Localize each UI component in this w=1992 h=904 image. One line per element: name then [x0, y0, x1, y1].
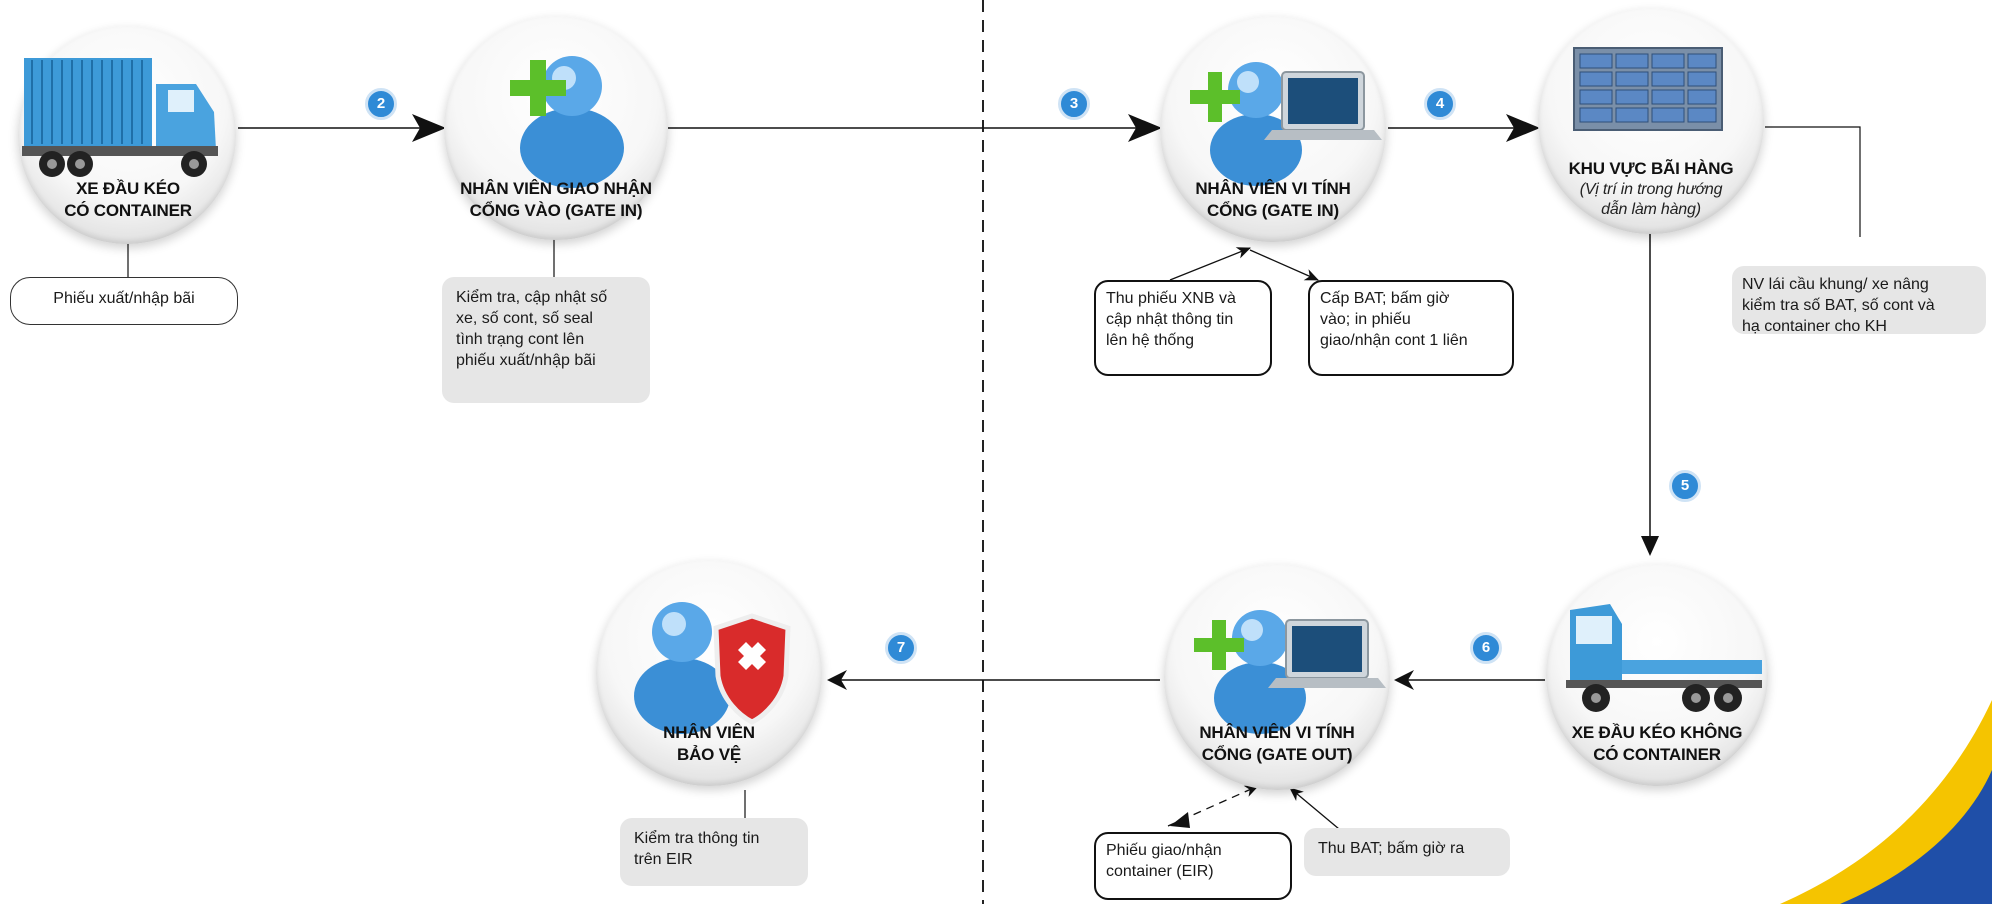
node-security	[596, 560, 822, 786]
thu-bat-arrow	[1289, 787, 1346, 835]
note-thu-bat: Thu BAT; bấm giờ ra	[1304, 828, 1510, 876]
node-truck-in	[18, 26, 236, 244]
node-label-line: CỔNG VÀO (GATE IN)	[469, 201, 643, 220]
arrowhead-6	[1394, 670, 1414, 690]
step-badge-6: 6	[1470, 632, 1502, 664]
step-badge-2: 2	[365, 88, 397, 120]
node-label-line: NHÂN VIÊN VI TÍNH	[1195, 179, 1351, 198]
node-label-line: KHU VỰC BÃI HÀNG	[1568, 159, 1734, 178]
container-truck-icon	[22, 58, 218, 177]
node-label-line: CÓ CONTAINER	[64, 201, 192, 220]
eir-arrow-tail	[1170, 812, 1190, 828]
node-label-line: CỔNG (GATE IN)	[1207, 201, 1339, 220]
note-kiem-tra: Kiểm tra, cập nhật số xe, số cont, số se…	[442, 277, 650, 403]
user-laptop-icon	[1190, 62, 1382, 186]
note-text: giao/nhận cont 1 liên	[1320, 332, 1468, 349]
node-label-line: BẢO VỆ	[677, 745, 741, 764]
yard-note-connector	[1765, 126, 1861, 237]
node-label-security: NHÂN VIÊN BẢO VỆ	[596, 722, 822, 766]
note-text: NV lái cầu khung/ xe nâng	[1742, 276, 1929, 293]
note-text: phiếu xuất/nhập bãi	[456, 352, 596, 369]
note-text: lên hệ thống	[1106, 332, 1195, 349]
note-text: cập nhật thông tin	[1106, 311, 1234, 328]
note-kiem-tra-eir: Kiểm tra thông tin trên EIR	[620, 818, 808, 886]
note-text: vào; in phiếu	[1320, 311, 1411, 328]
badge-number: 6	[1481, 639, 1491, 656]
note-text: Thu phiếu XNB và	[1106, 290, 1236, 307]
thu-xnb-arrow	[1169, 247, 1251, 281]
note-text: Phiếu xuất/nhập bãi	[53, 290, 195, 307]
node-label-line: NHÂN VIÊN GIAO NHẬN	[460, 179, 652, 198]
node-label-line: XE ĐẦU KÉO	[76, 179, 180, 198]
note-text: Cấp BAT; bấm giờ	[1320, 290, 1450, 307]
arrowhead-5	[1641, 536, 1659, 556]
node-label-line: XE ĐẦU KÉO KHÔNG	[1571, 723, 1743, 742]
node-gate-in-computer	[1160, 16, 1386, 242]
node-label-truck-out: XE ĐẦU KÉO KHÔNG CÓ CONTAINER	[1534, 722, 1780, 766]
node-gate-out-computer	[1164, 564, 1390, 790]
arrowhead-2	[412, 114, 446, 142]
node-label-truck-in: XE ĐẦU KÉO CÓ CONTAINER	[40, 178, 216, 222]
node-label-gate-in-computer: NHÂN VIÊN VI TÍNH CỔNG (GATE IN)	[1160, 178, 1386, 222]
note-nv-lai: NV lái cầu khung/ xe nâng kiểm tra số BA…	[1732, 266, 1986, 335]
container-yard-icon	[1573, 47, 1723, 131]
step-badge-7: 7	[885, 632, 917, 664]
node-label-line: CÓ CONTAINER	[1593, 745, 1721, 764]
node-yard	[1538, 8, 1764, 234]
note-text: Thu BAT; bấm giờ ra	[1318, 840, 1465, 857]
badge-number: 4	[1435, 95, 1445, 112]
note-text: kiểm tra số BAT, số cont và	[1742, 297, 1935, 314]
cap-bat-arrow	[1249, 249, 1319, 281]
step-badge-4: 4	[1424, 88, 1456, 120]
badge-number: 5	[1680, 477, 1690, 494]
note-thu-xnb: Thu phiếu XNB và cập nhật thông tin lên …	[1094, 280, 1272, 376]
node-label-line: CỔNG (GATE OUT)	[1201, 745, 1353, 764]
node-gate-in-clerk	[444, 16, 668, 240]
user-shield-icon	[634, 602, 791, 734]
arrowhead-3	[1128, 114, 1162, 142]
empty-truck-icon	[1566, 604, 1762, 712]
node-truck-out	[1546, 564, 1768, 786]
node-sublabel-line: (Vị trí in trong hướng	[1579, 181, 1723, 198]
badge-number: 3	[1069, 95, 1079, 112]
note-text: xe, số cont, số seal	[456, 310, 593, 327]
node-label-line: NHÂN VIÊN VI TÍNH	[1199, 723, 1355, 742]
node-label-yard: KHU VỰC BÃI HÀNG (Vị trí in trong hướng …	[1540, 158, 1762, 220]
brand-swoosh-blue	[1840, 770, 1992, 904]
note-text: Kiểm tra, cập nhật số	[456, 289, 608, 306]
note-text: hạ container cho KH	[1742, 318, 1887, 335]
badge-number: 7	[896, 639, 906, 656]
arrowhead-4	[1506, 114, 1540, 142]
step-badge-3: 3	[1058, 88, 1090, 120]
badge-number: 2	[376, 95, 386, 112]
note-cap-bat: Cấp BAT; bấm giờ vào; in phiếu giao/nhận…	[1308, 280, 1514, 376]
note-eir: Phiếu giao/nhận container (EIR)	[1094, 832, 1292, 900]
note-text: tình trạng cont lên	[456, 331, 585, 348]
note-text: container (EIR)	[1106, 863, 1214, 880]
user-laptop-icon	[1194, 610, 1386, 734]
note-phieu: Phiếu xuất/nhập bãi	[10, 277, 238, 325]
node-label-gate-out-computer: NHÂN VIÊN VI TÍNH CỔNG (GATE OUT)	[1164, 722, 1390, 766]
step-badge-5: 5	[1669, 470, 1701, 502]
node-label-gate-in-clerk: NHÂN VIÊN GIAO NHẬN CỔNG VÀO (GATE IN)	[436, 178, 676, 222]
node-sublabel-line: dẫn làm hàng)	[1601, 201, 1701, 218]
note-text: Kiểm tra thông tin	[634, 830, 760, 847]
user-plus-icon	[510, 56, 624, 188]
node-label-line: NHÂN VIÊN	[663, 723, 755, 742]
note-text: trên EIR	[634, 851, 693, 868]
note-text: Phiếu giao/nhận	[1106, 842, 1222, 859]
arrowhead-7	[827, 670, 847, 690]
